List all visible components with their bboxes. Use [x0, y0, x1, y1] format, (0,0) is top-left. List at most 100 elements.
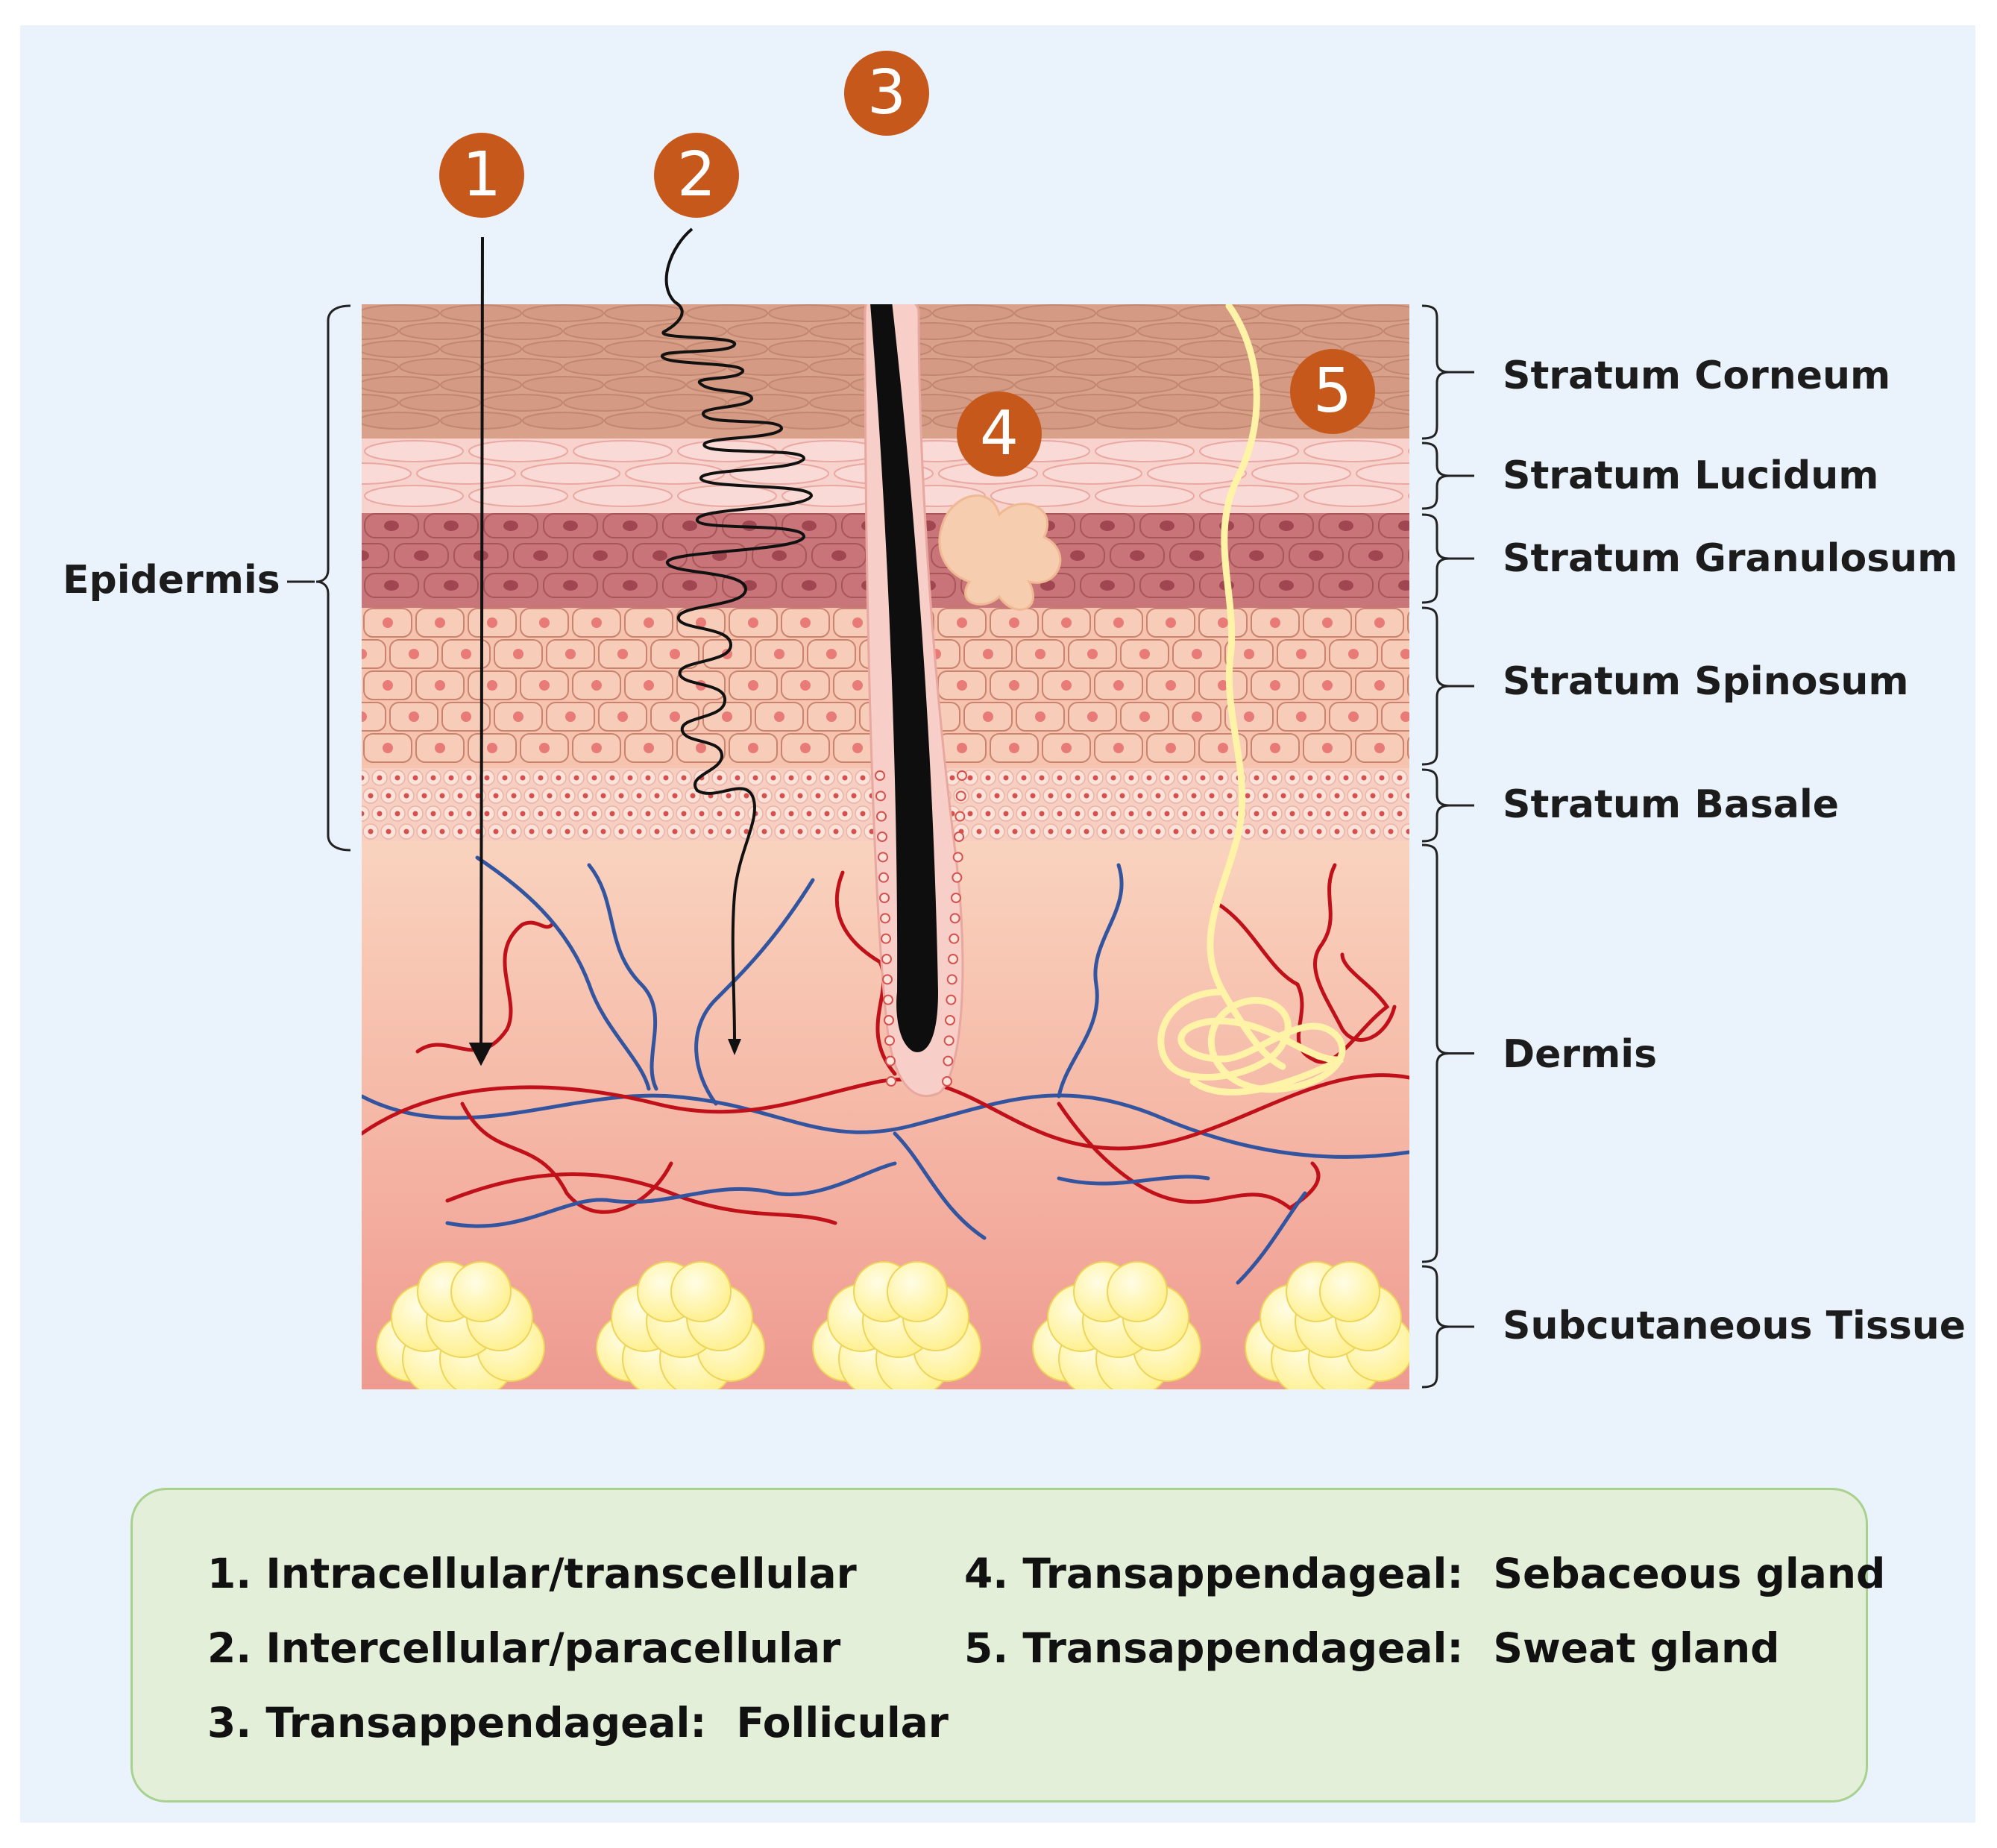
basale-nucleus — [1092, 811, 1098, 817]
basale-nucleus — [421, 793, 427, 799]
label-subcutaneous-tissue: Subcutaneous Tissue — [1503, 1304, 1966, 1348]
basale-nucleus — [976, 829, 982, 835]
basale-nucleus — [1218, 811, 1224, 817]
legend-item-5: 5. Transappendageal:Sweat gland — [964, 1624, 1780, 1672]
corneum-cell — [1342, 340, 1409, 358]
basale-nucleus — [386, 793, 391, 799]
lucidum-cell — [260, 441, 359, 462]
basale-nucleus — [1370, 829, 1376, 835]
basale-nucleus — [1039, 775, 1045, 781]
basale-nucleus — [1406, 793, 1409, 799]
basale-nucleus — [690, 793, 696, 799]
spinosum-nucleus — [774, 649, 784, 659]
corneum-cell — [277, 341, 357, 357]
spinosum-nucleus — [1427, 617, 1437, 628]
legend-item-4: 4. Transappendageal:Sebaceous gland — [964, 1550, 1886, 1597]
basale-nucleus — [1352, 829, 1358, 835]
basale-nucleus — [439, 829, 445, 835]
granulosum-nucleus — [1189, 550, 1204, 561]
follicle-cell — [943, 1035, 955, 1046]
brackets — [287, 304, 1474, 1389]
corneum-cell — [686, 304, 768, 322]
basale-nucleus — [967, 811, 973, 817]
basale-nucleus — [1101, 829, 1107, 835]
corneum-cell — [362, 322, 399, 340]
spinosum-nucleus — [748, 743, 758, 753]
basale-nucleus — [770, 775, 776, 781]
spinosum-nucleus — [800, 680, 811, 691]
artery-branch-2 — [460, 1101, 673, 1214]
basale-nucleus — [1298, 829, 1304, 835]
spinosum-nucleus — [1244, 711, 1254, 722]
basale-nucleus — [1200, 775, 1206, 781]
basale-nucleus — [1155, 829, 1161, 835]
spinosum-nucleus — [383, 743, 393, 753]
spinosum-cell — [312, 609, 359, 637]
basale-nucleus — [815, 793, 821, 799]
basale-nucleus — [394, 775, 400, 781]
corneum-cell — [522, 304, 604, 322]
basale-nucleus — [1191, 793, 1197, 799]
granulosum-nucleus — [1160, 580, 1174, 591]
spinosum-nucleus — [435, 617, 445, 628]
basale-nucleus — [1379, 811, 1385, 817]
label-stratum-corneum: Stratum Corneum — [1503, 353, 1891, 398]
spinosum-cell — [1381, 702, 1409, 732]
basale-nucleus — [511, 793, 517, 799]
basale-nucleus — [457, 829, 463, 835]
follicle-cell — [949, 913, 960, 924]
basale-nucleus — [1012, 793, 1018, 799]
spinosum-nucleus — [957, 617, 967, 628]
spinosum-nucleus — [1400, 649, 1409, 659]
basale-nucleus — [1352, 793, 1358, 799]
granulosum-nucleus — [652, 550, 667, 561]
basale-nucleus — [466, 811, 472, 817]
vein-branch-3 — [694, 878, 815, 1106]
lucidum-cell — [573, 485, 673, 507]
route-marker-5: 5 — [1290, 349, 1375, 434]
granulosum-nucleus — [563, 521, 578, 531]
basale-cell — [1400, 788, 1409, 804]
follicle-cell — [875, 770, 885, 781]
corneum-cell — [1383, 394, 1409, 412]
lucidum-cell — [1251, 462, 1351, 485]
basale-nucleus — [717, 811, 723, 817]
granulosum-nucleus — [444, 580, 459, 591]
lucidum-cell — [468, 440, 568, 462]
basale-nucleus — [1200, 811, 1206, 817]
follicle-cell — [886, 1076, 896, 1087]
spinosum-nucleus — [487, 680, 497, 691]
spinosum-nucleus — [983, 649, 993, 659]
corneum-cell — [1301, 322, 1383, 340]
basale-nucleus — [1334, 829, 1340, 835]
basale-nucleus — [994, 829, 1000, 835]
basale-nucleus — [1155, 793, 1161, 799]
label-stratum-granulosum: Stratum Granulosum — [1503, 536, 1958, 581]
spinosum-nucleus — [513, 649, 523, 659]
label-stratum-lucidum: Stratum Lucidum — [1503, 453, 1879, 498]
basale-nucleus — [1370, 793, 1376, 799]
granulosum-cell — [305, 573, 359, 597]
spinosum-nucleus — [383, 617, 393, 628]
spinosum-nucleus — [1270, 680, 1280, 691]
route-2-path — [660, 227, 813, 1055]
granulosum-cell — [1408, 548, 1409, 563]
basale-nucleus — [1379, 775, 1385, 781]
basale-nucleus — [448, 811, 454, 817]
basale-nucleus — [1209, 793, 1215, 799]
spinosum-nucleus — [1113, 680, 1124, 691]
corneum-cell — [1014, 376, 1096, 394]
corneum-cell — [768, 376, 850, 394]
follicle-cell — [948, 954, 958, 964]
basale-nucleus — [394, 811, 400, 817]
granulosum-nucleus — [414, 550, 429, 561]
vein-branch-7 — [1236, 1191, 1307, 1285]
granulosum-nucleus — [1070, 550, 1085, 561]
granulosum-nucleus — [623, 580, 638, 591]
basale-nucleus — [654, 829, 660, 835]
follicle-cell — [885, 1055, 896, 1066]
follicle-cell — [954, 832, 964, 842]
basale-nucleus — [645, 811, 651, 817]
spinosum-nucleus — [1374, 680, 1385, 691]
basale-nucleus — [1343, 811, 1349, 817]
